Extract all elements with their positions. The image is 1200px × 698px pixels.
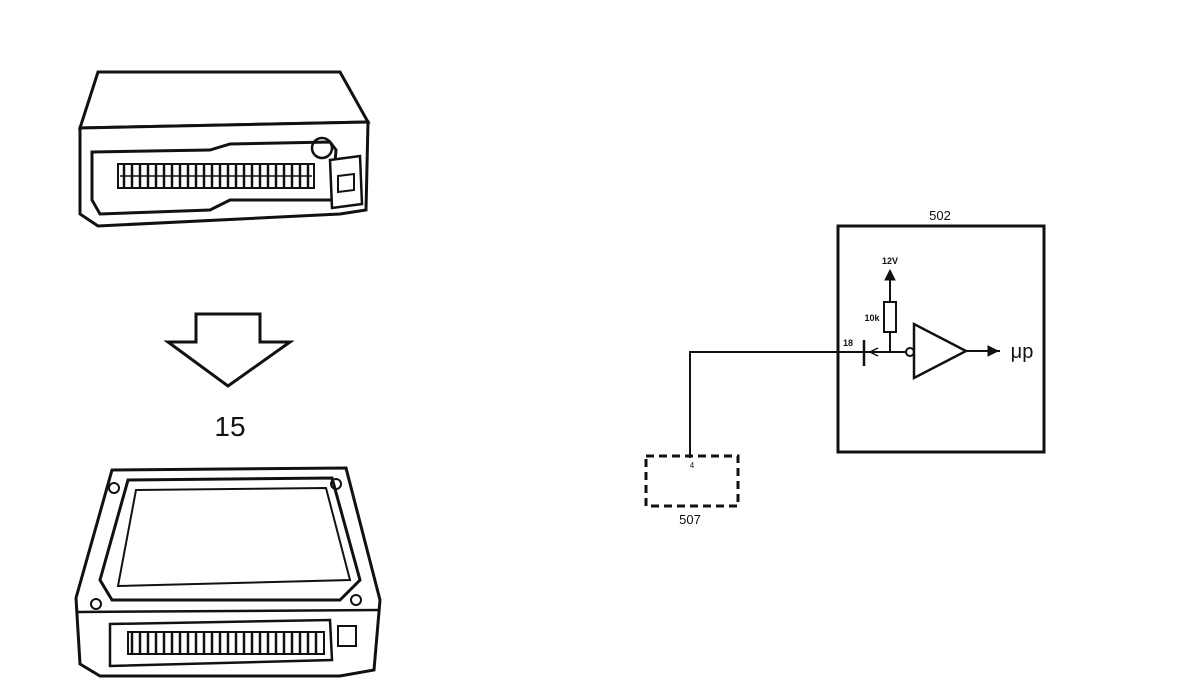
- supply-voltage-label: 12V: [882, 256, 898, 266]
- module-label: 502: [929, 208, 951, 223]
- sensor-507-box: [644, 454, 740, 508]
- sensor-label: 507: [679, 512, 701, 527]
- step-label: 15: [214, 411, 245, 442]
- amplifier-symbol: [912, 321, 969, 381]
- ecu-connector-view: [77, 70, 371, 228]
- pin-label: 18: [843, 338, 853, 348]
- supply-arrow: [884, 268, 896, 281]
- circuit-diagram: [644, 224, 1046, 508]
- ecu-housing-view: [74, 466, 382, 678]
- down-arrow: [163, 312, 295, 388]
- output-label: μp: [1011, 341, 1034, 363]
- module-502-box: [836, 224, 1046, 454]
- resistor-10k: [883, 301, 897, 333]
- sensor-pin-label: 4: [690, 461, 695, 470]
- resistor-label: 10k: [864, 313, 880, 323]
